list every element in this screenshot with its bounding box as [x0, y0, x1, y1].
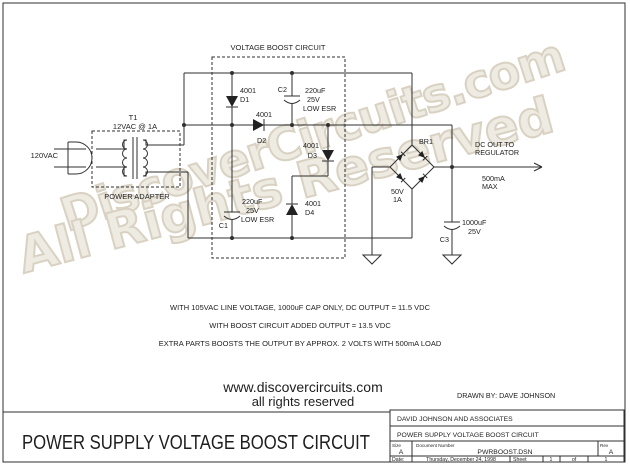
capacitor-c1	[223, 125, 241, 238]
titleblock-sheet-value: 1	[550, 457, 553, 463]
circuit-wires	[183, 72, 543, 255]
titleblock-sheet-label: Sheet	[513, 457, 527, 463]
titleblock-date-value: Thursday, December 24, 1998	[426, 457, 496, 463]
c2-voltage: 25V	[307, 95, 320, 104]
br1-voltage: 50V	[391, 187, 404, 196]
titleblock-of-value: 1	[605, 457, 608, 463]
titleblock-doc-value: PWRBOOST.DSN	[477, 449, 532, 456]
titleblock-rev-value: A	[609, 449, 614, 456]
drawn-by-text: DRAWN BY: DAVE JOHNSON	[457, 391, 555, 400]
titleblock-date-label: Date:	[392, 457, 404, 463]
output-label-line1: DC OUT TO	[475, 140, 515, 149]
d4-ref: D4	[305, 208, 314, 217]
power-adapter-box	[91, 130, 181, 188]
junction-dots	[182, 71, 454, 240]
bridge-rectifier-br1	[389, 144, 435, 190]
d4-part: 4001	[305, 199, 321, 208]
diode-d2	[253, 119, 265, 131]
titleblock-title: POWER SUPPLY VOLTAGE BOOST CIRCUIT	[397, 432, 539, 439]
c1-note: LOW ESR	[241, 215, 274, 224]
d1-ref: D1	[240, 95, 249, 104]
voltage-boost-label: VOLTAGE BOOST CIRCUIT	[230, 43, 325, 52]
c3-voltage: 25V	[468, 227, 481, 236]
capacitor-c2	[283, 73, 301, 125]
diode-d3	[292, 125, 334, 177]
website-text: www.discovercircuits.com	[222, 379, 382, 395]
title-block: DAVID JOHNSON AND ASSOCIATES POWER SUPPL…	[389, 409, 625, 463]
c1-ref: C1	[219, 221, 228, 230]
output-max-line2: MAX	[482, 182, 498, 191]
titleblock-rev-label: Rev	[600, 443, 609, 448]
titleblock-company: DAVID JOHNSON AND ASSOCIATES	[397, 416, 513, 423]
c3-ref: C3	[440, 235, 449, 244]
transformer-ref: T1	[129, 113, 138, 122]
page-title: POWER SUPPLY VOLTAGE BOOST CIRCUIT	[22, 432, 370, 454]
titleblock-of-label: of	[572, 457, 577, 463]
titleblock-doc-label: Document Number	[416, 443, 455, 448]
d2-part: 4001	[256, 110, 272, 119]
br1-ref: BR1	[419, 137, 433, 146]
c2-note: LOW ESR	[303, 104, 336, 113]
note-line-2: WITH BOOST CIRCUIT ADDED OUTPUT = 13.5 V…	[209, 321, 391, 330]
c1-voltage: 25V	[246, 206, 259, 215]
ground-icon	[441, 254, 463, 265]
d3-part: 4001	[303, 141, 319, 150]
d1-part: 4001	[240, 86, 256, 95]
c1-value: 220uF	[242, 197, 263, 206]
voltage-boost-box	[211, 56, 346, 259]
output-max-line1: 500mA	[482, 174, 505, 183]
diode-d4	[286, 176, 298, 238]
rights-text: all rights reserved	[252, 394, 355, 409]
c3-value: 1000uF	[462, 218, 487, 227]
note-line-1: WITH 105VAC LINE VOLTAGE, 1000uF CAP ONL…	[170, 303, 431, 312]
note-line-3: EXTRA PARTS BOOSTS THE OUTPUT BY APPROX.…	[159, 339, 442, 348]
diode-d1	[226, 73, 238, 125]
c2-ref: C2	[278, 85, 287, 94]
power-adapter-label: POWER ADAPTER	[104, 192, 170, 201]
capacitor-c3	[443, 221, 461, 230]
source-voltage-label: 120VAC	[31, 151, 59, 160]
output-label-line2: REGULATOR	[475, 148, 519, 157]
transformer-symbol	[96, 137, 188, 179]
ground-icon	[361, 254, 383, 265]
titleblock-size-label: Size	[392, 443, 401, 448]
c2-value: 220uF	[305, 86, 326, 95]
ac-plug-symbol	[54, 141, 93, 175]
br1-current: 1A	[393, 195, 402, 204]
titleblock-size-value: A	[399, 449, 404, 456]
d2-ref: D2	[257, 136, 266, 145]
transformer-rating: 12VAC @ 1A	[113, 122, 157, 131]
d3-ref: D3	[308, 151, 317, 160]
